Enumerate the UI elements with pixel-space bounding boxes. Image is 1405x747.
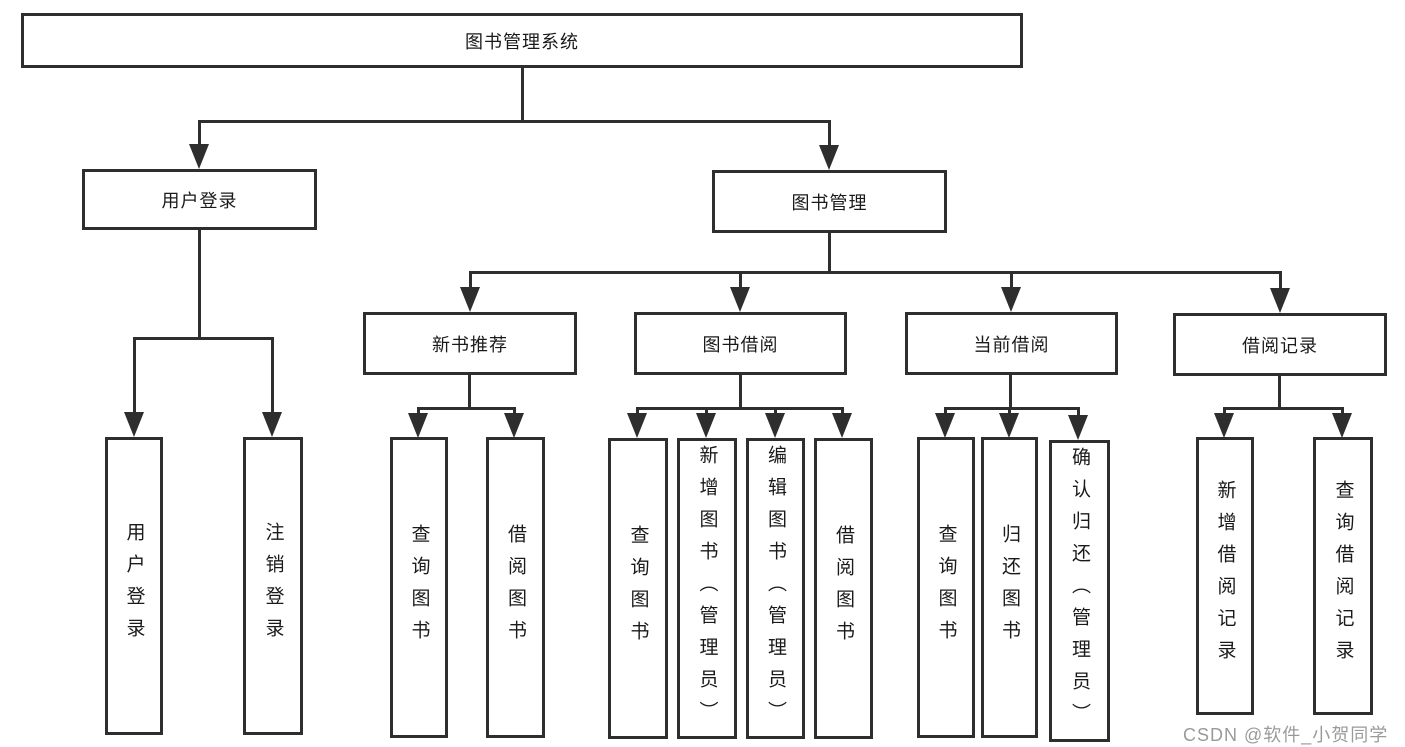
arrow-down-icon [696, 413, 716, 438]
leaf-borrow-books: 借阅图书 [814, 438, 873, 739]
node-book-borrowing: 图书借阅 [634, 312, 847, 375]
connector-line [470, 271, 1282, 274]
arrow-down-icon [504, 413, 524, 438]
leaf-edit-books-admin: 编辑图书（管理员） [746, 438, 805, 739]
connector-line [945, 407, 1080, 410]
connector-line [705, 407, 708, 416]
connector-line [1077, 407, 1080, 416]
leaf-add-borrow-record: 新增借阅记录 [1196, 437, 1254, 715]
leaf-label: 借阅图书 [833, 524, 854, 653]
connector-line [469, 271, 472, 289]
connector-line [1008, 407, 1011, 416]
leaf-user-login: 用户登录 [105, 437, 163, 735]
node-label: 用户登录 [161, 190, 238, 211]
node-label: 图书借阅 [702, 334, 779, 355]
connector-line [636, 407, 639, 416]
connector-line [774, 407, 777, 416]
leaf-label: 归还图书 [999, 523, 1020, 652]
connector-line [1223, 407, 1226, 416]
arrow-down-icon [124, 412, 144, 437]
leaf-label: 查询借阅记录 [1332, 480, 1354, 672]
leaf-label: 借阅图书 [505, 523, 526, 652]
node-book-management: 图书管理 [712, 170, 947, 233]
connector-line [739, 271, 742, 289]
connector-line [133, 337, 136, 414]
connector-line [513, 407, 516, 416]
leaf-query-books-borrowing: 查询图书 [608, 438, 668, 739]
arrow-down-icon [189, 144, 209, 169]
leaf-query-books-current: 查询图书 [917, 437, 975, 738]
connector-line [637, 407, 844, 410]
connector-line [1010, 271, 1013, 289]
leaf-label: 注销登录 [262, 522, 284, 650]
arrow-down-icon [1001, 287, 1021, 312]
node-label: 图书管理系统 [465, 31, 579, 52]
leaf-label: 用户登录 [123, 522, 145, 650]
arrow-down-icon [819, 145, 839, 170]
connector-line [198, 230, 201, 337]
leaf-label: 查询图书 [408, 523, 430, 652]
arrow-down-icon [1332, 413, 1352, 438]
arrow-down-icon [1068, 415, 1088, 440]
connector-line [1278, 376, 1281, 407]
connector-line [828, 233, 831, 271]
leaf-label: 确认归还（管理员） [1069, 447, 1090, 735]
connector-line [1279, 271, 1282, 289]
arrow-down-icon [1214, 413, 1234, 438]
node-book-management-system: 图书管理系统 [21, 13, 1023, 68]
arrow-down-icon [627, 413, 647, 438]
csdn-watermark: CSDN @软件_小贺同学 [1183, 725, 1389, 745]
leaf-label: 新增图书（管理员） [696, 444, 718, 733]
arrow-down-icon [460, 287, 480, 312]
connector-line [828, 120, 831, 147]
node-label: 借阅记录 [1242, 335, 1318, 356]
node-label: 当前借阅 [973, 334, 1050, 355]
node-label: 新书推荐 [432, 334, 508, 355]
arrow-down-icon [408, 413, 428, 438]
leaf-label: 编辑图书（管理员） [765, 444, 786, 733]
arrow-down-icon [730, 287, 750, 312]
leaf-return-books: 归还图书 [981, 437, 1038, 738]
leaf-label: 查询图书 [935, 523, 957, 652]
leaf-confirm-return-admin: 确认归还（管理员） [1049, 440, 1110, 742]
connector-line [1224, 407, 1344, 410]
leaf-label: 新增借阅记录 [1214, 480, 1236, 672]
connector-line [739, 375, 742, 407]
arrow-down-icon [832, 413, 852, 438]
connector-line [198, 120, 201, 146]
leaf-logout: 注销登录 [243, 437, 303, 735]
connector-line [1341, 407, 1344, 416]
connector-line [521, 68, 524, 120]
connector-line [199, 120, 830, 123]
connector-line [133, 337, 273, 340]
connector-line [271, 337, 274, 414]
leaf-add-books-admin: 新增图书（管理员） [677, 438, 737, 739]
arrow-down-icon [765, 413, 785, 438]
connector-line [841, 407, 844, 416]
connector-line [944, 407, 947, 416]
connector-line [418, 407, 515, 410]
node-new-book-recommendation: 新书推荐 [363, 312, 577, 375]
arrow-down-icon [999, 413, 1019, 438]
node-label: 图书管理 [791, 192, 868, 213]
connector-line [417, 407, 420, 416]
connector-line [468, 375, 471, 407]
arrow-down-icon [1270, 288, 1290, 313]
arrow-down-icon [935, 413, 955, 438]
connector-line [1009, 375, 1012, 407]
node-current-borrowing: 当前借阅 [905, 312, 1118, 375]
leaf-query-books-recommend: 查询图书 [390, 437, 448, 738]
arrow-down-icon [262, 412, 282, 437]
leaf-query-borrow-record: 查询借阅记录 [1313, 437, 1373, 715]
node-borrowing-records: 借阅记录 [1173, 313, 1387, 376]
leaf-borrow-books-recommend: 借阅图书 [486, 437, 545, 738]
node-user-login: 用户登录 [82, 169, 317, 230]
leaf-label: 查询图书 [627, 524, 649, 653]
